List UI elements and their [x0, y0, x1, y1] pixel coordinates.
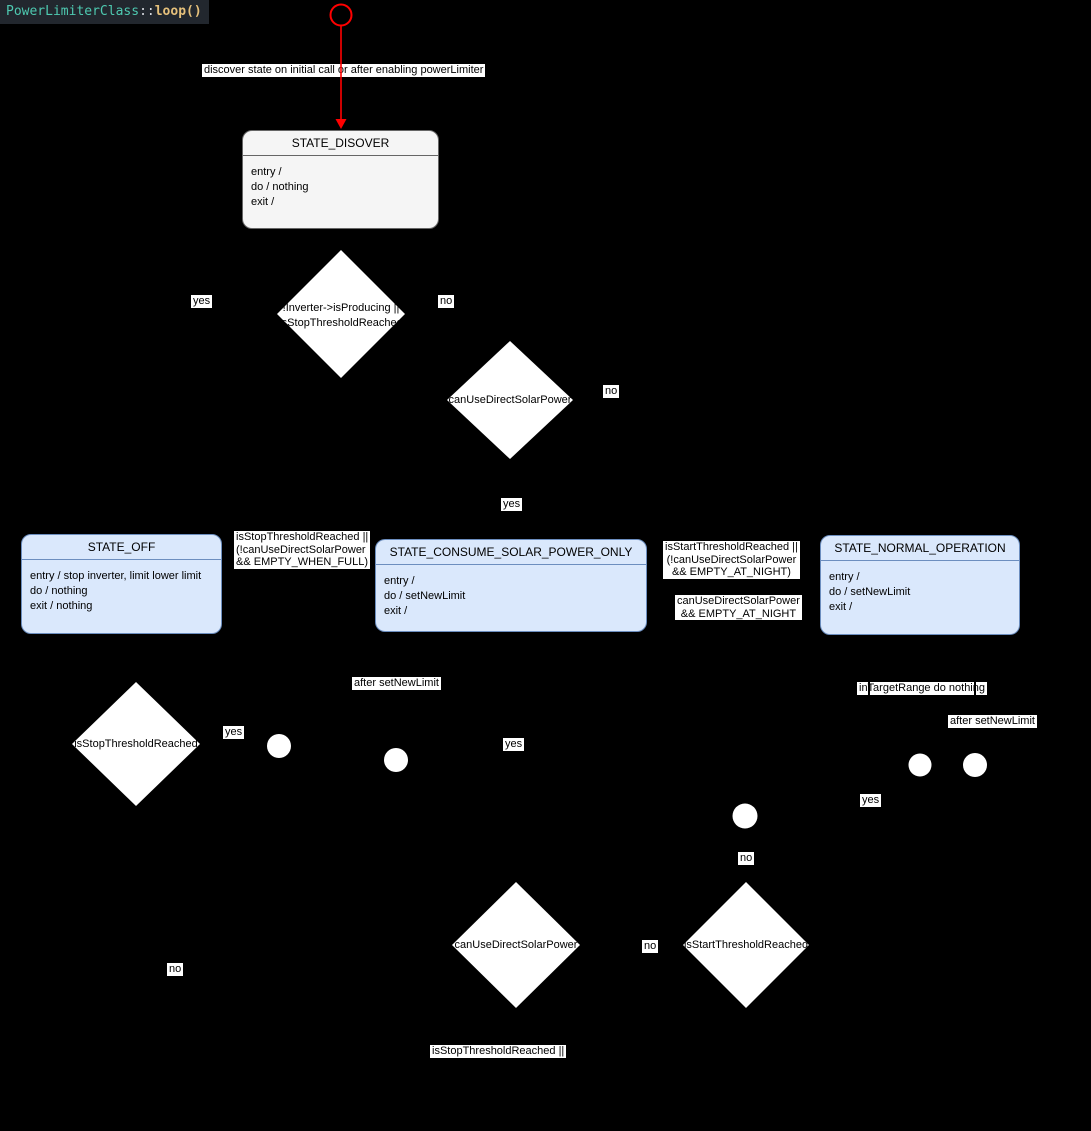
- edge-label-yes: yes: [501, 498, 523, 511]
- state-box-off: STATE_OFF entry / stop inverter, limit l…: [21, 534, 222, 634]
- state-title: STATE_NORMAL_OPERATION: [821, 536, 1019, 561]
- state-action-do: do / setNewLimit: [384, 590, 466, 602]
- state-box-normal-operation: STATE_NORMAL_OPERATION entry / do / setN…: [820, 535, 1020, 635]
- edge-label-in-target-range: inTargetRange do nothing: [857, 682, 987, 695]
- edge-label-off-to-consume-condition: isStopThresholdReached || (!canUseDirect…: [234, 531, 371, 569]
- edge-label-no: no: [167, 963, 184, 976]
- state-action-entry: entry /: [384, 575, 415, 587]
- junction-circle: [908, 753, 932, 777]
- edge-label-after-setnewlimit: after setNewLimit: [948, 715, 1037, 728]
- decision-text-d1: !Inverter->isProducing || isStopThreshol…: [279, 302, 403, 329]
- state-box-discover: STATE_DISOVER entry / do / nothing exit …: [242, 130, 439, 229]
- state-action-exit: exit /: [251, 196, 275, 208]
- edge-tick: [974, 679, 976, 698]
- junction-circle: [267, 734, 291, 758]
- state-action-do: do / nothing: [30, 585, 88, 597]
- junction-circle: [732, 803, 758, 829]
- state-title: STATE_OFF: [22, 535, 221, 560]
- decision-text-d3: isStopThresholdReached: [74, 738, 198, 750]
- junction-circle: [384, 748, 408, 772]
- decision-text-d5: isStartThresholdReached: [683, 939, 809, 951]
- decision-text-d4: canUseDirectSolarPower: [454, 939, 578, 951]
- initial-state-circle: [329, 3, 353, 27]
- edge-label-no: no: [603, 385, 620, 398]
- function-reference-chip: PowerLimiterClass::loop(): [0, 0, 209, 24]
- edge-label-normal-to-consume-condition: canUseDirectSolarPower && EMPTY_AT_NIGHT: [675, 595, 802, 620]
- edge-label-after-setnewlimit: after setNewLimit: [352, 677, 441, 690]
- edge-label-no: no: [642, 940, 659, 953]
- edge-label-consume-to-normal-condition: isStartThresholdReached || (!canUseDirec…: [663, 541, 800, 579]
- state-action-do: do / setNewLimit: [829, 586, 911, 598]
- edge-label-yes: yes: [223, 726, 245, 739]
- edge-label-bottom-condition: isStopThresholdReached ||: [430, 1045, 567, 1058]
- initial-transition-arrowhead: [335, 119, 347, 129]
- class-name: PowerLimiterClass: [6, 4, 140, 19]
- edge-label-yes: yes: [860, 794, 882, 807]
- state-action-exit: exit /: [829, 601, 853, 613]
- edge-label-yes: yes: [503, 738, 525, 751]
- edge-label-no: no: [438, 295, 455, 308]
- state-action-entry: entry /: [829, 571, 860, 583]
- junction-circle: [963, 753, 987, 777]
- state-box-consume-solar-power-only: STATE_CONSUME_SOLAR_POWER_ONLY entry / d…: [375, 539, 647, 632]
- method-name: loop(): [154, 4, 202, 19]
- state-title: STATE_DISOVER: [243, 131, 438, 156]
- state-action-exit: exit /: [384, 605, 408, 617]
- state-action-do: do / nothing: [251, 181, 309, 193]
- state-title: STATE_CONSUME_SOLAR_POWER_ONLY: [376, 540, 646, 565]
- scope-operator: ::: [139, 4, 155, 19]
- edge-tick: [868, 679, 870, 698]
- state-action-exit: exit / nothing: [30, 600, 93, 612]
- state-action-entry: entry / stop inverter, limit lower limit: [30, 570, 202, 582]
- decision-text-d2: canUseDirectSolarPower: [448, 394, 572, 406]
- edge-label-yes: yes: [191, 295, 213, 308]
- edge-label-initial-transition: discover state on initial call or after …: [202, 64, 486, 77]
- state-action-entry: entry /: [251, 166, 282, 178]
- edge-label-no: no: [738, 852, 755, 865]
